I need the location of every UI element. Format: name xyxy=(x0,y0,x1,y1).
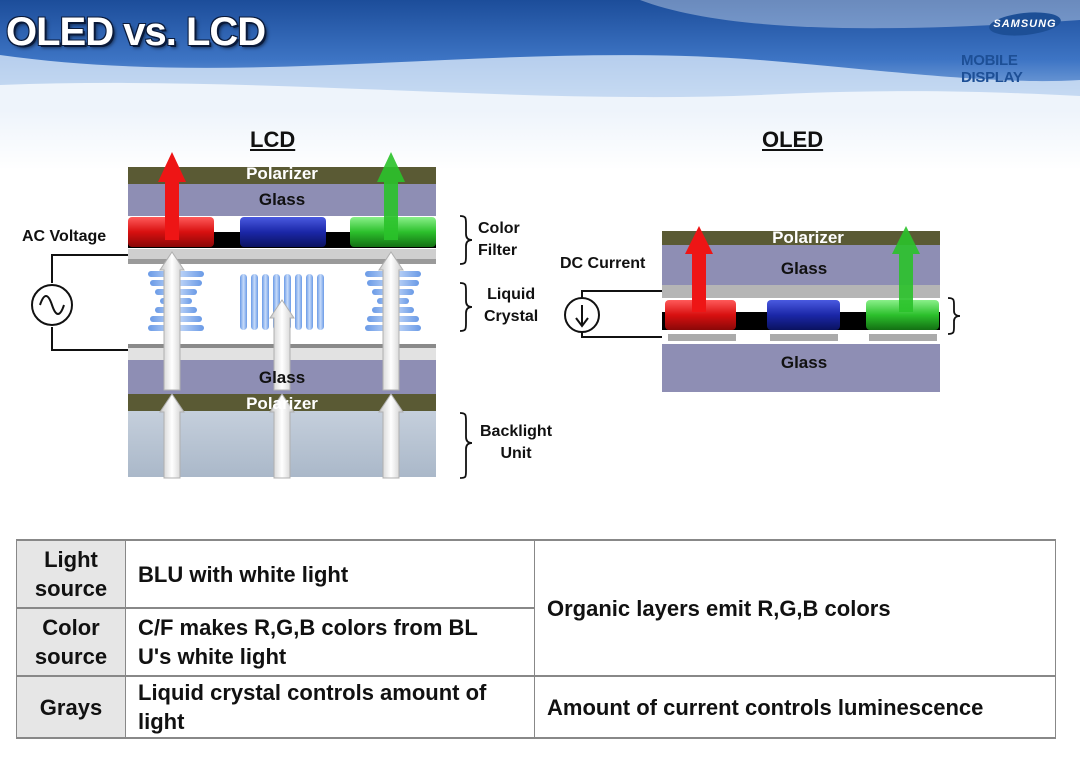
oled-polarizer xyxy=(662,231,940,245)
comparison-table: Light source BLU with white light Organi… xyxy=(16,539,1056,739)
oled-bracket xyxy=(947,297,961,335)
white-light-arrows xyxy=(159,251,404,479)
row-header-grays: Grays xyxy=(16,675,126,739)
table-row-light-source: Light source BLU with white light Organi… xyxy=(16,539,1056,677)
oled-glass-bottom xyxy=(662,344,940,392)
slide-title: OLED vs. LCD xyxy=(6,10,266,54)
oled-glass-top-label: Glass xyxy=(780,259,828,278)
oled-heading: OLED xyxy=(762,127,824,152)
oled-green-light-arrow xyxy=(892,226,920,312)
lcd-polarizer-top-label: Polarizer xyxy=(246,164,318,183)
liquid-crystal-label: Liquid Crystal xyxy=(484,286,539,325)
table-row-color-source: Color source C/F makes R,G,B colors from… xyxy=(16,607,1056,677)
backlight-unit-label: Backlight Unit xyxy=(480,423,553,462)
lcd-light-source-cell: BLU with white light xyxy=(125,539,535,609)
lcd-glass-top-label: Glass xyxy=(258,190,306,209)
logo-text: SAMSUNG xyxy=(993,18,1057,30)
lcd-polarizer-top xyxy=(128,167,436,184)
oled-red-light-arrow xyxy=(685,226,713,312)
header-wave-background xyxy=(0,0,1080,170)
ac-voltage-label: AC Voltage xyxy=(22,228,107,245)
dc-current-label: DC Current xyxy=(560,255,646,272)
header-banner: OLED vs. LCD SAMSUNG MOBILE DISPLAY xyxy=(0,0,1080,170)
row-header-light-source: Light source xyxy=(16,539,126,609)
oled-red-emitter xyxy=(665,300,736,330)
division-label: MOBILE DISPLAY xyxy=(961,52,1023,86)
oled-glass-bottom-label: Glass xyxy=(780,353,828,372)
oled-grays-cell: Amount of current controls luminescence xyxy=(534,675,1056,739)
dc-current-circuit xyxy=(564,290,662,338)
oled-color-merged-cell: Organic layers emit R,G,B colors xyxy=(534,539,1056,677)
lcd-polarizer-bottom-label: Polarizer xyxy=(246,394,318,413)
lcd-brackets xyxy=(459,215,473,479)
lcd-heading: LCD xyxy=(250,127,296,152)
lcd-glass-bottom-label: Glass xyxy=(258,368,306,387)
logo-oval-icon xyxy=(989,12,1061,36)
oled-green-emitter xyxy=(866,300,939,330)
ac-voltage-circuit xyxy=(31,254,128,351)
row-header-color-source: Color source xyxy=(16,607,126,677)
lcd-grays-cell: Liquid crystal controls amount of light xyxy=(125,675,535,739)
oled-polarizer-label: Polarizer xyxy=(772,228,844,247)
lcd-oled-diagram xyxy=(31,152,961,479)
table-row-grays: Grays Liquid crystal controls amount of … xyxy=(16,675,1056,739)
lcd-blue-filter xyxy=(240,217,326,247)
lcd-red-light-arrow xyxy=(158,152,186,240)
color-filter-label: Color Filter xyxy=(478,220,520,259)
oled-blue-emitter xyxy=(767,300,840,330)
lcd-green-light-arrow xyxy=(377,152,405,240)
lcd-color-source-cell: C/F makes R,G,B colors from BL U's white… xyxy=(125,607,535,677)
